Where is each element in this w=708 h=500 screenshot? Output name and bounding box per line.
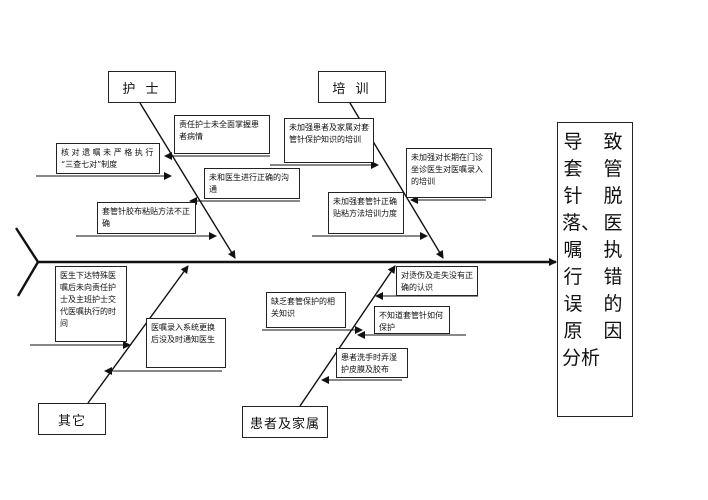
effect-char: 医 [603,212,623,234]
fish-tail-bottom [16,261,40,297]
effect-char: 管 [603,158,623,180]
effect-char: 脱 [603,185,623,207]
cause-note-text: 未加强套管针正确贴粘方法培训力度 [333,197,397,218]
cause-note-text: 未加强对长期在门诊坐诊医生对医嘱录入的培训 [411,153,483,186]
cause-note-text: 未加强患者及家属对套管针保护知识的培训 [289,123,369,144]
effect-char: 执 [603,239,623,261]
effect-char: 的 [603,293,623,315]
effect-text-column-left: 导 套 针 落、 嘱 行 误 原 [562,129,601,345]
bone-nurse [139,102,236,259]
cause-note-training-1: 未加强患者及家属对套管针保护知识的培训 [284,118,374,163]
effect-char: 嘱 [563,239,583,261]
cause-note-nurse-1: 核 对 遗 嘱 未 严 格 执 行 “三查七对”制度 [56,143,160,174]
effect-char: 行 [563,266,583,288]
cause-note-other-1: 医生下达特殊医嘱后未向责任护士及主班护士交代医嘱执行的时间 [55,266,127,342]
cause-note-text: 责任护士未全面掌握患者病情 [179,120,259,141]
cause-note-text: 医生下达特殊医嘱后未向责任护士及主班护士交代医嘱执行的时间 [60,271,116,328]
bone-patient [299,265,396,407]
effect-text-column-right: 致 管 脱 医 执 错 的 因 [602,129,624,345]
cause-note-patient-3: 不知道套管针如何保护 [374,306,450,334]
cause-note-text: 未和医生进行正确的沟通 [209,173,289,194]
cause-note-text: 患者洗手时弄湿护皮膜及胶布 [341,353,397,374]
category-patient-label: 患者及家属 [249,416,320,432]
cause-note-training-3: 未加强套管针正确贴粘方法培训力度 [328,192,404,234]
bone-other [87,265,189,404]
category-training: 培 训 [318,71,386,103]
cause-note-text: 核 对 遗 嘱 未 严 格 执 行 “三查七对”制度 [61,148,154,169]
cause-note-text: 套管针胶布粘贴方法不正确 [102,207,190,228]
effect-char: 致 [603,131,623,153]
cause-note-text: 医嘱录入系统更换后没及时通知医生 [151,323,215,344]
effect-char: 导 [563,131,583,153]
effect-tail-text: 分析 [562,347,601,369]
effect-char: 原 [563,320,583,342]
cause-note-other-2: 医嘱录入系统更换后没及时通知医生 [146,318,226,368]
cause-note-text: 不知道套管针如何保护 [379,311,443,332]
cause-note-patient-1: 对烫伤及走失没有正确的认识 [396,266,478,296]
cause-note-nurse-3: 未和医生进行正确的沟通 [204,168,300,199]
cause-note-nurse-2: 责任护士未全面掌握患者病情 [174,115,270,154]
effect-char: 误 [563,293,583,315]
effect-char: 错 [603,266,623,288]
category-nurse: 护 士 [108,71,176,103]
category-other: 其它 [38,403,106,435]
effect-char: 因 [603,320,623,342]
fish-tail-top [14,227,40,263]
cause-note-text: 对烫伤及走失没有正确的认识 [401,271,473,292]
category-other-label: 其它 [57,413,86,429]
effect-box: 致 管 脱 医 执 错 的 因 导 套 针 落、 嘱 行 误 原 分析 [557,122,633,417]
effect-char: 针 [563,185,583,207]
category-nurse-label: 护 士 [122,81,162,97]
cause-note-patient-2: 缺乏套管保护的相关知识 [266,292,346,328]
effect-char: 落、 [562,212,601,234]
cause-note-text: 缺乏套管保护的相关知识 [271,297,335,318]
category-training-label: 培 训 [332,81,372,97]
cause-note-training-2: 未加强对长期在门诊坐诊医生对医嘱录入的培训 [406,148,492,198]
effect-char: 套 [563,158,583,180]
category-patient: 患者及家属 [242,406,328,438]
cause-note-nurse-4: 套管针胶布粘贴方法不正确 [97,202,196,234]
cause-note-patient-4: 患者洗手时弄湿护皮膜及胶布 [336,348,408,378]
